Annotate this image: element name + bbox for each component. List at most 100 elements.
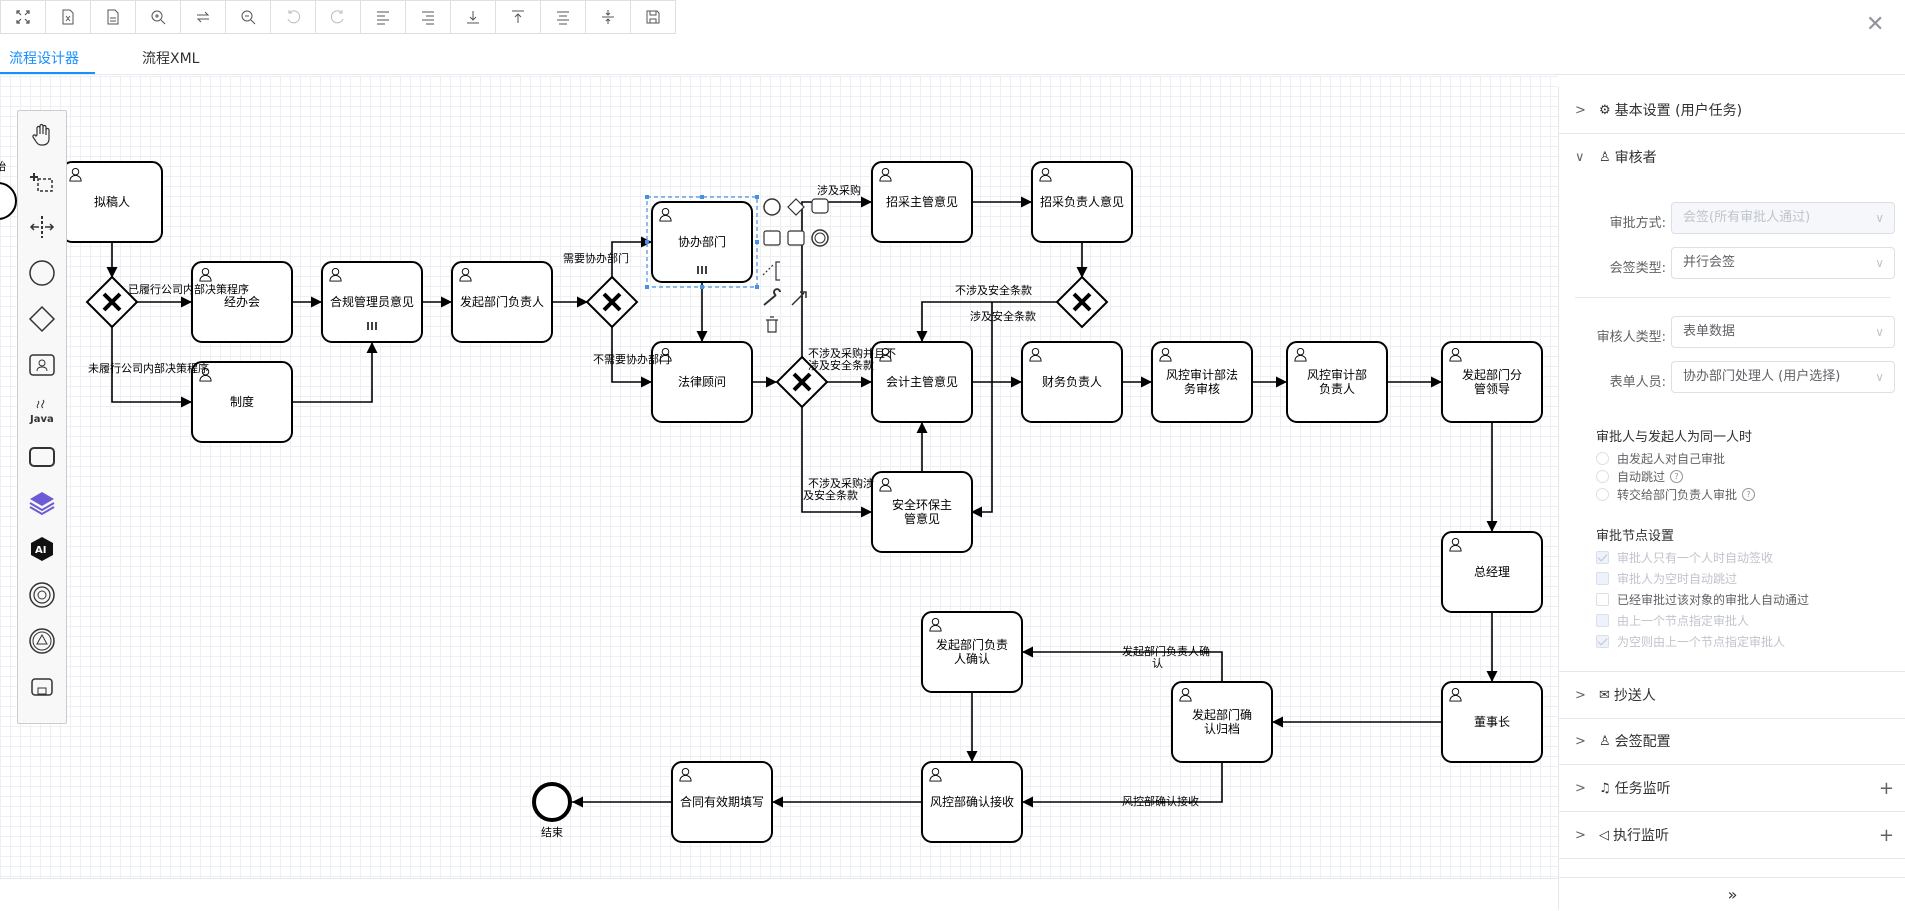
collapse-panel-button[interactable]: » <box>1559 877 1905 911</box>
diagram-canvas[interactable] <box>0 76 1558 910</box>
user-task-chair[interactable]: 董事长 <box>1441 681 1543 763</box>
user-task-coop[interactable]: 协办部门 <box>651 201 753 283</box>
radio-option[interactable]: 由发起人对自己审批 <box>1596 450 1725 467</box>
user-task-draft[interactable]: 拟稿人 <box>61 161 163 243</box>
context-pad[interactable] <box>762 198 829 333</box>
user-task-acct[interactable]: 会计主管意见 <box>871 341 973 423</box>
user-task-risk-receive[interactable]: 风控部确认接收 <box>921 761 1023 843</box>
help-icon[interactable]: ? <box>1742 488 1756 501</box>
user-task-office[interactable]: 经办会 <box>191 261 293 343</box>
end-event[interactable] <box>532 782 572 822</box>
radio-option[interactable]: 自动跳过? <box>1596 468 1684 485</box>
user-task-gm[interactable]: 总经理 <box>1441 531 1543 613</box>
user-task-compliance[interactable]: 合规管理员意见 <box>321 261 423 343</box>
reset-zoom-button[interactable] <box>180 0 226 34</box>
ai-icon[interactable]: AI <box>26 533 58 565</box>
tab-xml[interactable]: 流程XML <box>142 51 200 67</box>
radio-button[interactable] <box>1596 452 1609 465</box>
zoom-in-button[interactable] <box>135 0 181 34</box>
help-icon[interactable]: ? <box>1670 470 1684 483</box>
user-task-contract[interactable]: 合同有效期填写 <box>671 761 773 843</box>
node-option[interactable]: 审批人只有一个人时自动签收 <box>1596 549 1773 566</box>
align-right-button[interactable] <box>405 0 451 34</box>
section-basic-settings[interactable]: > ⚙ 基本设置 (用户任务) <box>1559 87 1905 134</box>
append-intermediate-event-icon[interactable] <box>811 229 829 247</box>
start-event[interactable] <box>0 182 17 220</box>
align-top-button[interactable] <box>495 0 541 34</box>
append-gateway-icon[interactable] <box>787 198 805 216</box>
add-icon[interactable]: + <box>1878 824 1894 846</box>
node-option[interactable]: 由上一个节点指定审批人 <box>1596 612 1749 629</box>
delete-icon[interactable] <box>766 316 778 333</box>
checkbox[interactable] <box>1596 572 1609 585</box>
gateway-icon[interactable] <box>26 303 58 335</box>
section-approver[interactable]: ∨ ♙ 审核者 <box>1559 134 1905 180</box>
exclusive-gateway[interactable] <box>585 275 639 329</box>
close-icon[interactable]: ✕ <box>1866 12 1885 37</box>
align-middle-button[interactable] <box>585 0 631 34</box>
sign-type-select[interactable]: 并行会签∨ <box>1671 247 1895 279</box>
form-user-select[interactable]: 协办部门处理人 (用户选择)∨ <box>1671 361 1895 393</box>
radio-button[interactable] <box>1596 470 1609 483</box>
align-center-button[interactable] <box>540 0 586 34</box>
checkbox[interactable] <box>1596 614 1609 627</box>
add-icon[interactable]: + <box>1878 777 1894 799</box>
append-end-event-icon[interactable] <box>763 198 781 216</box>
bpmn-diagram[interactable]: 开始 结束 拟稿人经办会制度合规管理员意见发起部门负责人协办部门法律顾问招采主管… <box>0 0 1558 880</box>
fit-screen-button[interactable] <box>0 0 46 34</box>
export-file-button[interactable] <box>90 0 136 34</box>
user-task-initdept[interactable]: 发起部门负责人 <box>451 261 553 343</box>
append-task-icon[interactable] <box>811 198 829 214</box>
exclusive-gateway[interactable] <box>1055 275 1109 329</box>
node-option[interactable]: 审批人为空时自动跳过 <box>1596 570 1737 587</box>
user-task-purch-mgr[interactable]: 招采主管意见 <box>871 161 973 243</box>
text-annotation-icon[interactable] <box>775 261 780 281</box>
exclusive-gateway[interactable] <box>775 355 829 409</box>
checkbox[interactable] <box>1596 551 1609 564</box>
layers-icon[interactable] <box>26 487 58 519</box>
start-event-icon[interactable] <box>26 257 58 289</box>
exclusive-gateway[interactable] <box>85 275 139 329</box>
section-exec-listener[interactable]: > ◁ 执行监听 + <box>1559 812 1905 859</box>
node-option[interactable]: 为空则由上一个节点指定审批人 <box>1596 633 1785 650</box>
hand-tool-icon[interactable] <box>26 119 58 151</box>
radio-option[interactable]: 转交给部门负责人审批? <box>1596 486 1756 503</box>
section-cc[interactable]: > ✉ 抄送人 <box>1559 671 1905 719</box>
user-task-system[interactable]: 制度 <box>191 361 293 443</box>
user-task-purch-head[interactable]: 招采负责人意见 <box>1031 161 1133 243</box>
redo-button[interactable] <box>315 0 361 34</box>
user-task-legal[interactable]: 法律顾问 <box>651 341 753 423</box>
node-option[interactable]: 已经审批过该对象的审批人自动通过 <box>1596 591 1809 608</box>
subprocess-icon[interactable] <box>26 441 58 473</box>
approve-mode-select[interactable]: 会签(所有审批人通过)∨ <box>1671 202 1895 234</box>
checkbox[interactable] <box>1596 635 1609 648</box>
checkbox[interactable] <box>1596 593 1609 606</box>
lasso-tool-icon[interactable] <box>26 165 58 197</box>
approver-type-select[interactable]: 表单数据∨ <box>1671 316 1895 348</box>
connect-tool-icon[interactable] <box>791 291 807 306</box>
undo-button[interactable] <box>270 0 316 34</box>
save-button[interactable] <box>630 0 676 34</box>
radio-button[interactable] <box>1596 488 1609 501</box>
java-task-icon[interactable]: Java <box>26 395 58 427</box>
section-countersign[interactable]: > ♙ 会签配置 <box>1559 718 1905 765</box>
signal-event-icon[interactable] <box>26 625 58 657</box>
append-data-icon[interactable] <box>787 230 805 246</box>
wrench-icon[interactable] <box>763 288 781 306</box>
section-task-listener[interactable]: > ♫ 任务监听 + <box>1559 765 1905 812</box>
tab-designer[interactable]: 流程设计器 <box>9 51 79 67</box>
call-activity-icon[interactable] <box>26 671 58 703</box>
user-task-fin[interactable]: 财务负责人 <box>1021 341 1123 423</box>
append-subprocess-icon[interactable] <box>763 230 781 246</box>
user-task-icon[interactable] <box>26 349 58 381</box>
connect-icon[interactable] <box>762 264 774 276</box>
intermediate-event-icon[interactable] <box>26 579 58 611</box>
export-xml-button[interactable] <box>45 0 91 34</box>
space-tool-icon[interactable] <box>26 211 58 243</box>
